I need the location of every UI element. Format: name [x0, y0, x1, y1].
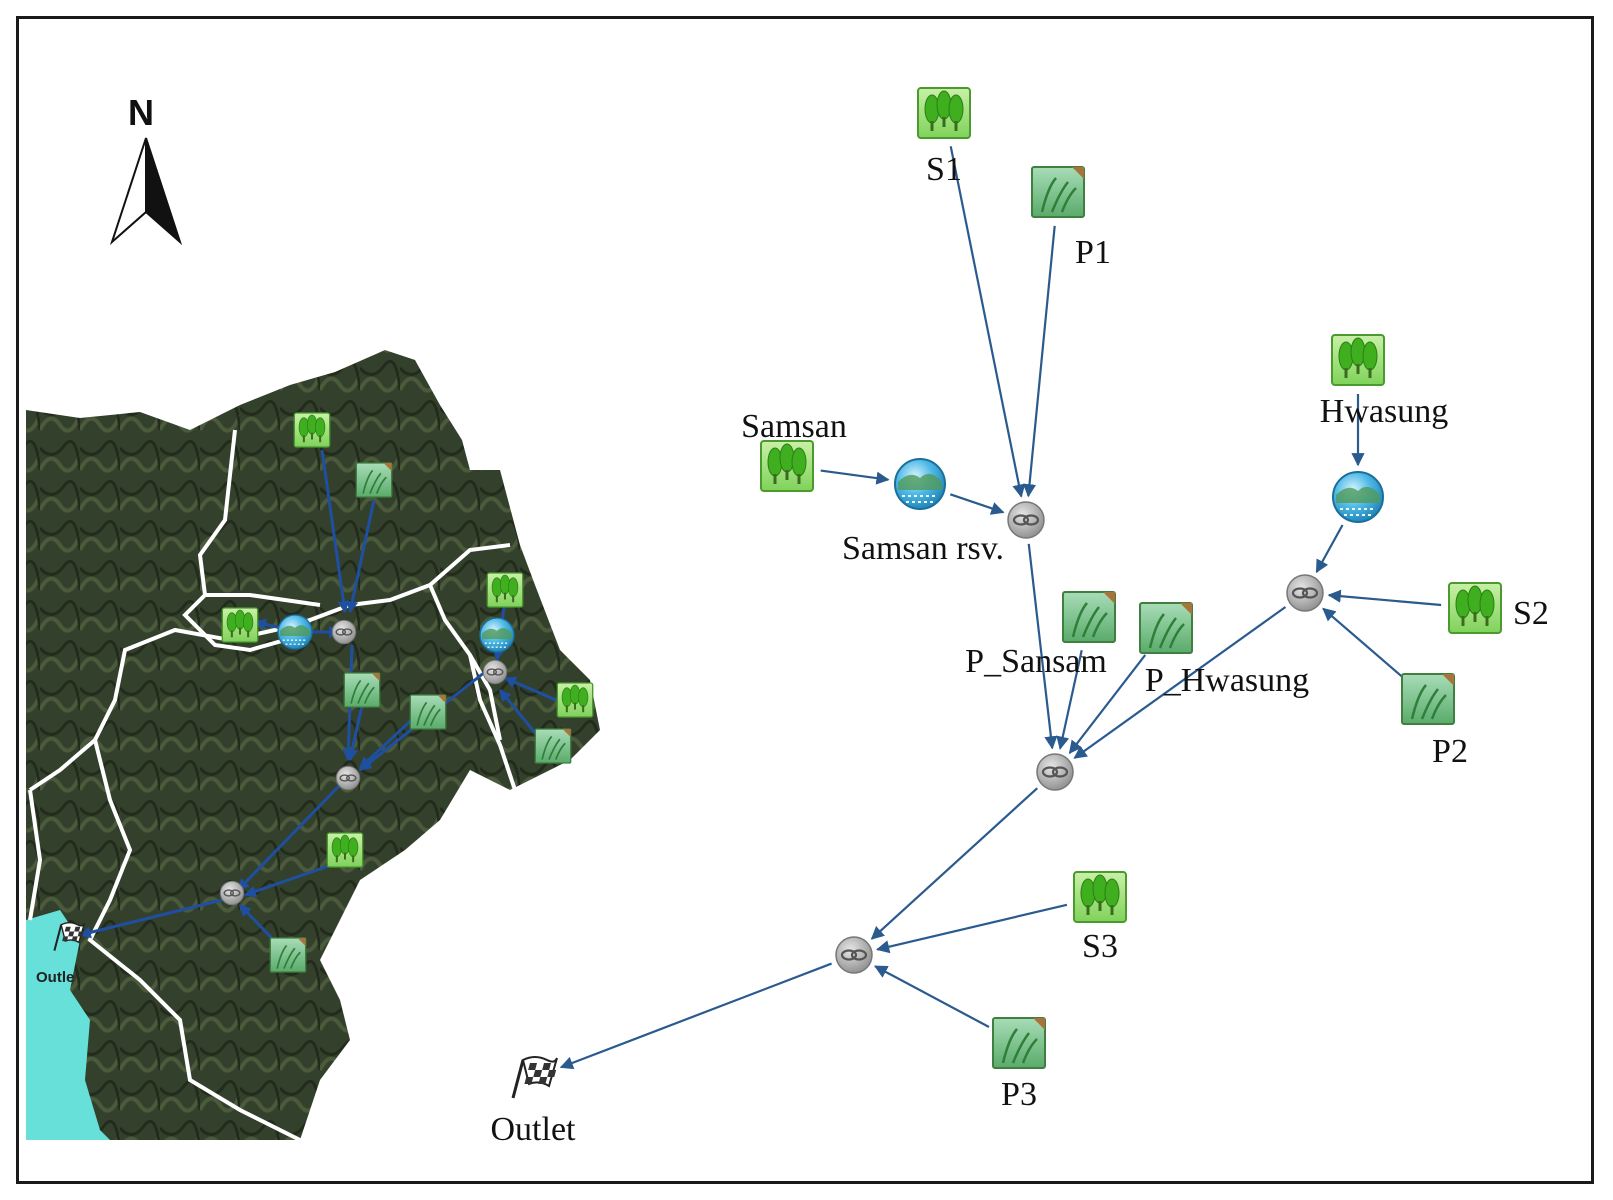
label-outlet: Outlet: [491, 1111, 577, 1148]
terrain-area: [26, 350, 600, 1140]
map-paddy-icon-10[interactable]: [409, 694, 447, 730]
edge-P_Hwasung-to-J3: [1068, 654, 1147, 755]
map-junction-icon-15[interactable]: [219, 880, 245, 906]
paddy-icon-p_hwasung[interactable]: [1139, 602, 1193, 654]
reservoir-icon-hwasungrsv[interactable]: [1332, 471, 1384, 523]
subbasin-icon-s2[interactable]: [1448, 582, 1502, 634]
north-arrow: N: [109, 92, 183, 246]
north-arrow-left-half: [109, 137, 147, 246]
label-samsan: Samsan: [741, 408, 847, 445]
junction-icon-j2[interactable]: [1286, 574, 1324, 612]
edge-J1-to-J3: [1027, 543, 1058, 750]
label-hwasung: Hwasung: [1320, 393, 1448, 430]
edge-P2-to-J2: [1322, 607, 1403, 678]
paddy-icon-p3[interactable]: [992, 1017, 1046, 1069]
map-element-icons: [53, 412, 594, 973]
subbasin-icon-s1[interactable]: [917, 87, 971, 139]
edge-S3-to-J4: [876, 903, 1068, 954]
map-reservoir-icon-7[interactable]: [479, 617, 515, 653]
north-arrow-right-half: [145, 137, 183, 246]
subbasin-boundaries: [28, 429, 517, 1142]
label-p2: P2: [1432, 733, 1468, 770]
junction-icon-j3[interactable]: [1036, 753, 1074, 791]
map-junction-icon-13[interactable]: [335, 765, 361, 791]
junction-icon-j4[interactable]: [835, 936, 873, 974]
map-outlet-icon-17[interactable]: [53, 922, 85, 951]
edge-S2-to-J2: [1327, 589, 1442, 607]
map-subbasin-icon-1[interactable]: [293, 412, 331, 448]
edge-P_Sansam-to-J3: [1056, 649, 1083, 750]
edge-J3-to-J4: [870, 787, 1038, 940]
map-subbasin-icon-14[interactable]: [326, 832, 364, 868]
label-p3: P3: [1001, 1076, 1037, 1113]
north-label: N: [128, 92, 154, 133]
map-paddy-icon-16[interactable]: [269, 937, 307, 973]
edge-Samsan-to-SamsanRsv: [820, 469, 890, 485]
edge-J4-to-Outlet: [559, 962, 832, 1070]
map-subbasin-icon-3[interactable]: [221, 607, 259, 643]
paddy-icon-p2[interactable]: [1401, 673, 1455, 725]
map-subbasin-icon-11[interactable]: [556, 682, 594, 718]
map-paddy-icon-12[interactable]: [534, 728, 572, 764]
map-junction-icon-5[interactable]: [331, 619, 357, 645]
subbasin-icon-hwasung[interactable]: [1331, 334, 1385, 386]
edge-J2-to-J3: [1073, 606, 1287, 759]
map-flow-arrows: [78, 449, 557, 957]
label-p_sansam: P_Sansam: [965, 643, 1107, 680]
map-paddy-icon-2[interactable]: [355, 462, 393, 498]
subbasin-icon-s3[interactable]: [1073, 871, 1127, 923]
label-p1: P1: [1075, 234, 1111, 271]
junction-icon-j1[interactable]: [1007, 501, 1045, 539]
edge-SamsanRsv-to-J1: [949, 493, 1005, 515]
map-junction-icon-8[interactable]: [482, 659, 508, 685]
map-subbasin-icon-6[interactable]: [486, 572, 524, 608]
satellite-map: Outle: [26, 350, 600, 1142]
paddy-icon-p_sansam[interactable]: [1062, 591, 1116, 643]
label-s2: S2: [1513, 595, 1549, 632]
label-s1: S1: [926, 151, 962, 188]
flow-connections: [559, 146, 1442, 1070]
label-p_hwasung: P_Hwasung: [1145, 662, 1309, 699]
map-paddy-icon-9[interactable]: [343, 672, 381, 708]
edge-P3-to-J4: [874, 965, 990, 1028]
paddy-icon-p1[interactable]: [1031, 166, 1085, 218]
map-outlet-label: Outle: [36, 969, 74, 986]
label-samsanrsv: Samsan rsv.: [842, 530, 1004, 567]
reservoir-icon-samsanrsv[interactable]: [894, 458, 946, 510]
lake-water: [26, 910, 110, 1140]
label-s3: S3: [1082, 928, 1118, 965]
outlet-icon-outlet[interactable]: [511, 1056, 558, 1099]
edge-S1-to-J1: [949, 146, 1026, 498]
map-reservoir-icon-4[interactable]: [277, 614, 313, 650]
subbasin-icon-samsan[interactable]: [760, 440, 814, 492]
edge-HwasungRsv-to-J2: [1315, 524, 1344, 574]
edge-P1-to-J1: [1022, 225, 1056, 498]
